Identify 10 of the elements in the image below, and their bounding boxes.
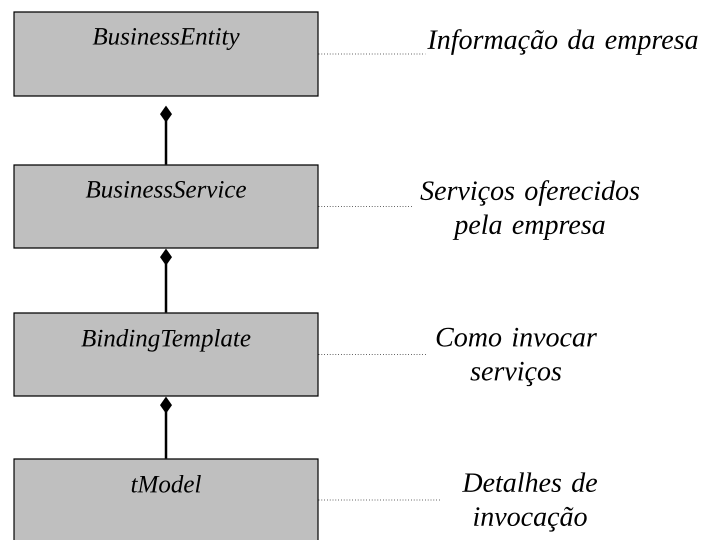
class-box: BindingTemplate — [13, 312, 319, 397]
description-text: Serviços oferecidos pela empresa — [420, 180, 640, 240]
leader-line — [318, 206, 413, 207]
class-box: BusinessEntity — [13, 11, 319, 97]
description-text: Como invocar serviços — [436, 328, 597, 386]
description-text: Detalhes de invocação — [462, 472, 598, 532]
leader-line — [318, 354, 426, 355]
class-box: BusinessService — [13, 164, 319, 249]
description-text: Informação da empresa — [427, 29, 698, 55]
class-box: tModel — [13, 458, 319, 540]
